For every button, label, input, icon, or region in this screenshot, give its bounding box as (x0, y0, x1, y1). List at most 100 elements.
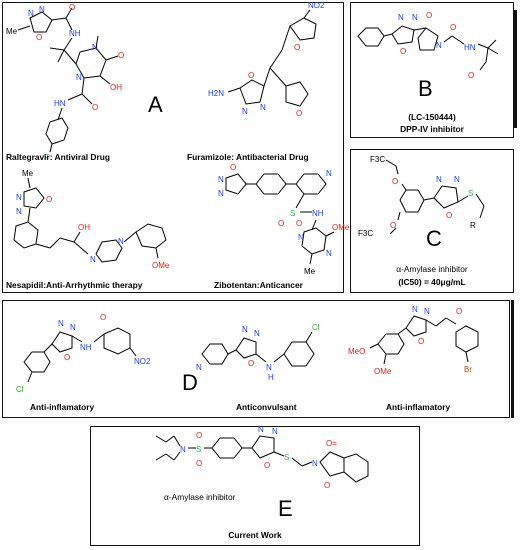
svg-text:N: N (326, 169, 332, 178)
svg-text:OH: OH (110, 83, 122, 92)
svg-text:N: N (70, 323, 76, 332)
panel-b-letter: B (418, 76, 433, 101)
panel-d-right-caption: Anti-inflamatory (386, 402, 451, 412)
svg-text:F: F (44, 153, 49, 162)
svg-text:O: O (248, 359, 254, 368)
svg-text:O: O (296, 109, 302, 118)
svg-text:R: R (470, 221, 476, 230)
svg-text:O: O (450, 23, 456, 32)
current-work-structure: N S O O N N O S N O= O (155, 425, 369, 490)
panel-c-structure: F3C O O F3C N N O S R (358, 155, 485, 238)
svg-text:H: H (268, 373, 274, 382)
svg-text:N: N (398, 13, 404, 22)
svg-text:N: N (424, 307, 430, 316)
lc150444-structure: N N O O N O HN O (357, 11, 499, 80)
svg-text:Me: Me (22, 169, 34, 178)
nesapidil-caption: Nesapidil:Anti-Arrhythmic therapy (6, 280, 143, 290)
svg-text:Cl: Cl (312, 323, 320, 332)
panel-d-left-structure: Cl N N O NH O NO2 (16, 313, 151, 394)
svg-text:N: N (326, 249, 332, 258)
panel-a-letter: A (148, 92, 163, 117)
panel-b (350, 2, 514, 138)
panel-b-code: (LC-150444) (408, 112, 456, 122)
svg-text:O: O (248, 71, 254, 80)
svg-text:O: O (426, 11, 432, 20)
panel-d-right-structure: MeO OMe N N O O Br (348, 305, 479, 376)
svg-text:HN: HN (54, 99, 66, 108)
nesapidil-structure: Me N N O OH N N OMe (13, 169, 170, 270)
svg-text:NH: NH (312, 209, 324, 218)
panel-e (90, 426, 420, 546)
svg-text:N: N (242, 107, 248, 116)
svg-text:N: N (76, 73, 82, 82)
svg-text:N: N (258, 425, 264, 434)
svg-text:N: N (412, 305, 418, 314)
svg-text:O: O (264, 461, 270, 470)
svg-text:O: O (294, 43, 300, 52)
svg-text:N: N (254, 329, 260, 338)
svg-text:N: N (260, 103, 266, 112)
svg-text:OH: OH (78, 223, 90, 232)
svg-text:H2N: H2N (208, 89, 224, 98)
svg-text:N: N (92, 43, 98, 52)
svg-text:O: O (392, 177, 398, 186)
svg-text:N: N (312, 459, 318, 468)
svg-text:HN: HN (464, 43, 476, 52)
svg-text:N: N (16, 193, 22, 202)
svg-text:Me: Me (6, 27, 18, 36)
svg-text:N: N (412, 13, 418, 22)
svg-text:N: N (436, 41, 442, 50)
svg-text:O: O (46, 195, 52, 204)
svg-text:Me: Me (304, 267, 316, 276)
svg-text:N: N (39, 5, 45, 14)
panel-e-footer: Current Work (228, 530, 282, 540)
svg-text:S: S (284, 453, 289, 462)
panel-c (350, 149, 514, 293)
svg-text:S: S (468, 189, 473, 198)
svg-text:Br: Br (464, 365, 472, 374)
svg-text:O: O (100, 313, 106, 322)
svg-text:N: N (28, 9, 34, 18)
svg-text:S: S (290, 209, 295, 218)
svg-text:O: O (446, 211, 452, 220)
panel-d-middle-structure: N N N O N H Cl (196, 323, 320, 382)
svg-text:N: N (218, 175, 224, 184)
svg-text:N: N (272, 427, 278, 436)
svg-text:N: N (180, 445, 186, 454)
svg-text:O: O (400, 47, 406, 56)
panel-d-letter: D (182, 370, 198, 395)
furamizole-structure: O NO2 O N N H2N O (208, 1, 325, 118)
svg-text:F3C: F3C (358, 229, 373, 238)
panel-e-title: α-Amylase inhibitor (164, 492, 236, 502)
svg-text:O: O (468, 71, 474, 80)
svg-text:N: N (90, 255, 96, 264)
svg-text:OMe: OMe (374, 367, 392, 376)
svg-text:OMe: OMe (152, 261, 170, 270)
panel-c-title: α-Amylase inhibitor (396, 264, 468, 274)
svg-text:O: O (418, 337, 424, 346)
svg-text:O: O (324, 481, 330, 490)
panel-a (2, 2, 344, 293)
svg-text:N: N (58, 319, 64, 328)
svg-text:O: O (278, 219, 284, 228)
svg-text:N: N (266, 363, 272, 372)
zibotentan-caption: Zibotentan:Anticancer (214, 280, 303, 290)
svg-text:N: N (436, 175, 442, 184)
furamizole-caption: Furamizole: Antibacterial Drug (187, 152, 309, 162)
svg-text:O: O (118, 51, 124, 60)
svg-text:O: O (456, 307, 462, 316)
raltegravir-caption: Raltegravir: Antiviral Drug (6, 152, 110, 162)
svg-text:N: N (454, 175, 460, 184)
panel-e-letter: E (278, 496, 293, 521)
svg-text:O: O (196, 431, 202, 440)
svg-text:F3C: F3C (370, 155, 385, 164)
svg-text:O: O (69, 3, 75, 12)
panel-c-ic50: (IC50) = 40μg/mL (398, 277, 466, 287)
svg-text:O: O (230, 163, 236, 172)
panel-b-title: DPP-IV inhibitor (400, 124, 464, 134)
svg-text:N: N (196, 363, 202, 372)
svg-text:NH: NH (80, 343, 92, 352)
panel-b-side-bar (514, 10, 517, 128)
svg-text:O: O (36, 33, 42, 42)
svg-text:S: S (196, 445, 201, 454)
